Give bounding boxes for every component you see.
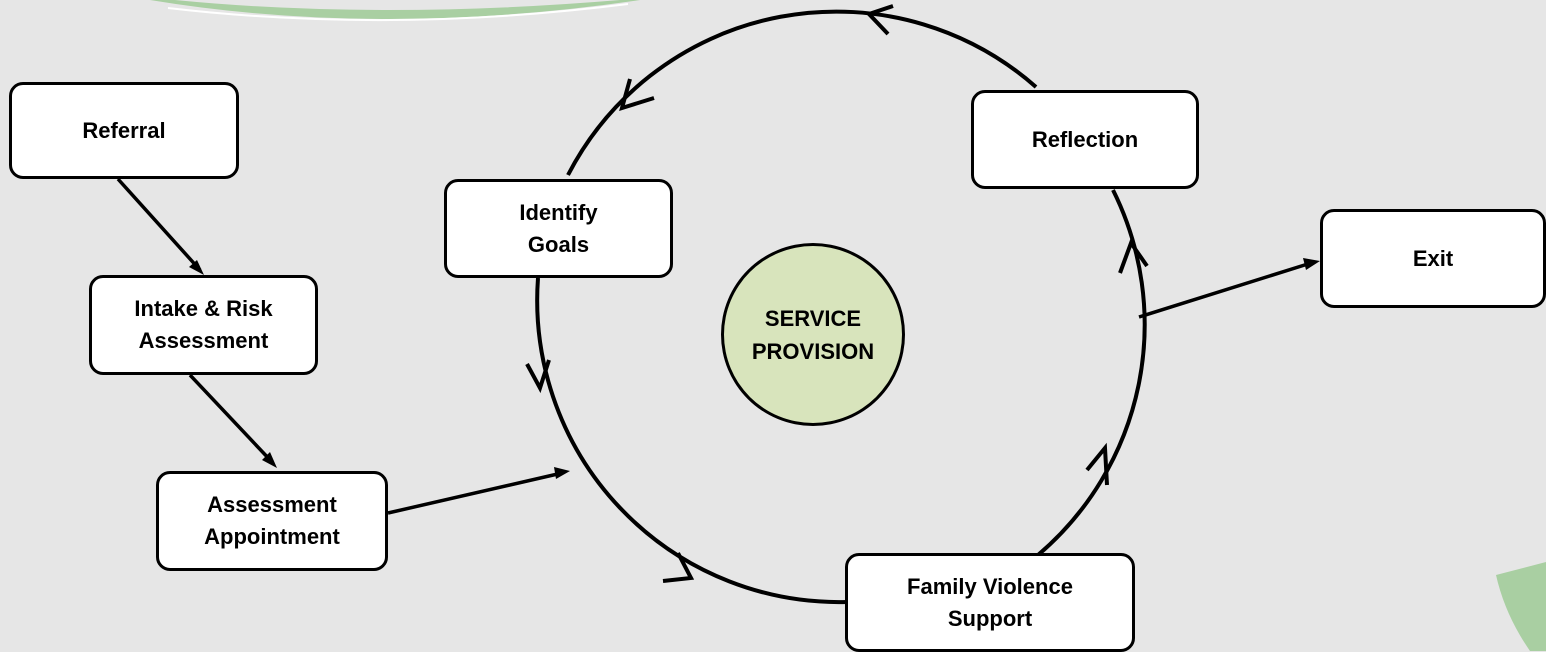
arrowhead-referral-intake: [189, 260, 204, 275]
cycle-arc-left: [535, 277, 848, 605]
node-family-violence-support: Family Violence Support: [845, 553, 1135, 652]
cycle-arc-top: [566, 9, 1038, 176]
connector-appointment-cycle: [387, 471, 563, 515]
center-label-line2: PROVISION: [751, 338, 875, 364]
node-intake-risk-assessment: Intake & Risk Assessment: [89, 275, 318, 375]
cycle-arrowhead-upper-left: [619, 78, 655, 112]
node-assessment-appointment: Assessment Appointment: [156, 471, 388, 571]
cycle-arrowhead-bottom-left: [662, 552, 695, 583]
node-referral-label: Referral: [82, 117, 166, 143]
node-exit: Exit: [1320, 209, 1546, 308]
node-appointment-label-line1: Assessment: [207, 492, 337, 518]
node-fvs-label-line1: Family Violence: [907, 573, 1073, 599]
connector-cycle-exit: [1138, 261, 1312, 319]
node-reflection-label: Reflection: [1031, 126, 1139, 152]
cycle-arrowhead-bottom-right: [1085, 442, 1109, 486]
decorative-swoosh-top: [150, 0, 640, 19]
node-exit-label: Exit: [1412, 245, 1454, 271]
decorative-swoosh-bottom-right: [1496, 562, 1546, 651]
node-appointment-label-line2: Appointment: [204, 524, 340, 549]
node-identify-goals: Identify Goals: [444, 179, 673, 278]
node-intake-label-line2: Assessment: [138, 328, 269, 353]
connector-referral-intake: [116, 177, 202, 272]
node-goals-label-line1: Identify: [519, 199, 598, 225]
cycle-arrowhead-left: [525, 359, 551, 394]
arrowhead-cycle-exit: [1303, 258, 1320, 270]
service-provision-circle: SERVICE PROVISION: [721, 243, 905, 426]
connector-intake-appointment: [188, 373, 274, 464]
node-fvs-label-line2: Support: [947, 605, 1033, 631]
arrowhead-intake-appointment: [262, 452, 277, 468]
decorative-swoosh-top-outline: [167, 3, 629, 22]
node-referral: Referral: [9, 82, 239, 179]
node-reflection: Reflection: [971, 90, 1199, 189]
arrowhead-appointment-cycle: [554, 467, 570, 479]
node-goals-label-line2: Goals: [527, 231, 590, 257]
cycle-arrowhead-top: [865, 4, 894, 36]
node-intake-label-line1: Intake & Risk: [134, 296, 273, 322]
center-label-line1: SERVICE: [764, 305, 862, 331]
cycle-arrowhead-right: [1118, 238, 1149, 274]
